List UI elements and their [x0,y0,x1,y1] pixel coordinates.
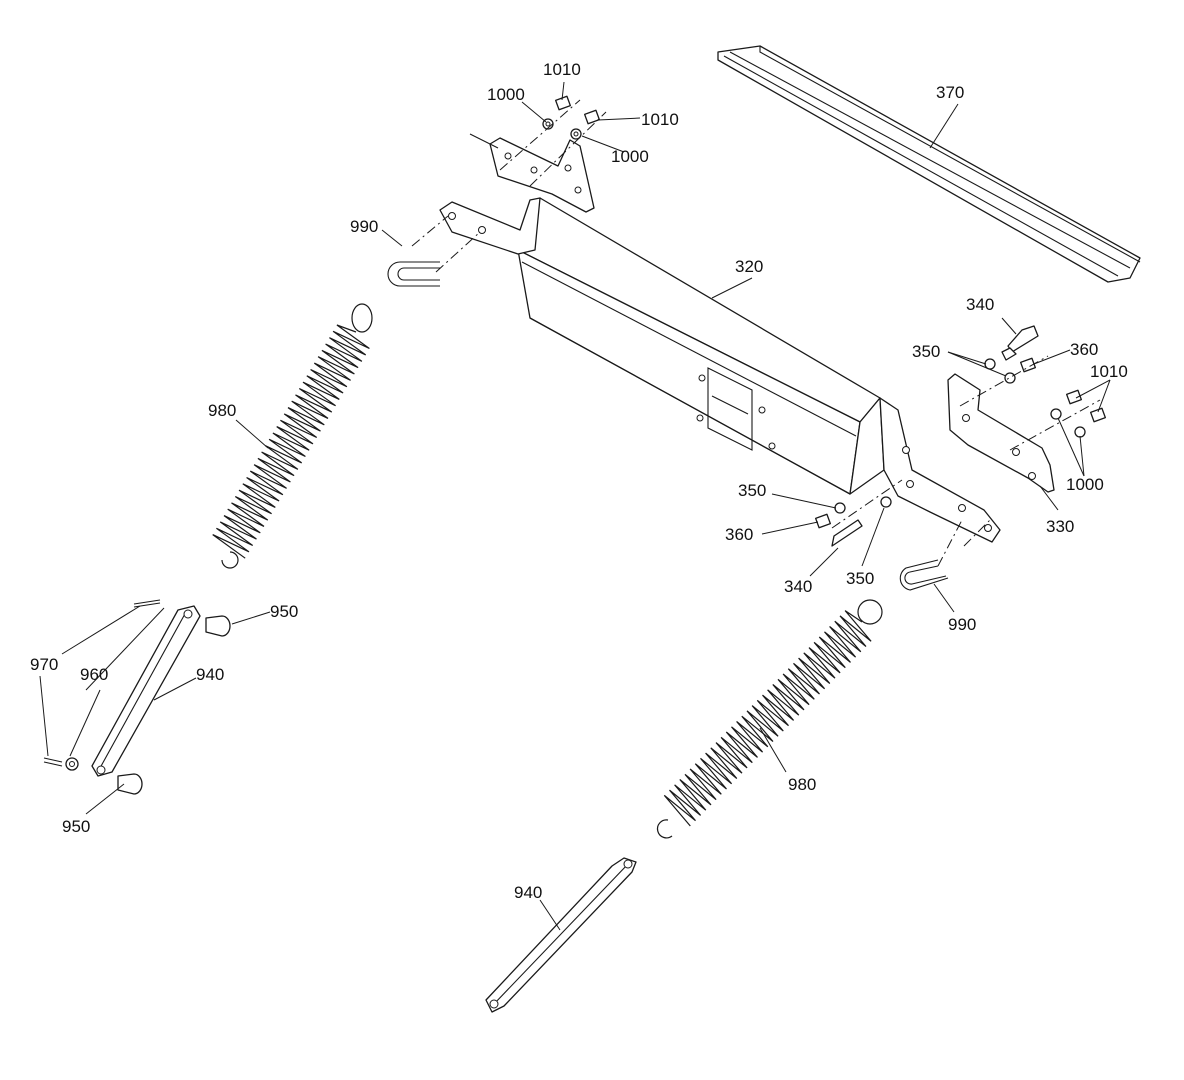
label-1000-top-right: 1000 [611,147,649,166]
label-980-upper: 980 [208,401,236,420]
label-340-upper: 340 [966,295,994,314]
label-950-upper: 950 [270,602,298,621]
label-1010-right: 1010 [1090,362,1128,381]
rail-strip-370 [717,45,1141,283]
label-1010-top: 1010 [543,60,581,79]
label-350-upper: 350 [912,342,940,361]
label-940-upper: 940 [196,665,224,684]
part-labels: 370 1010 1000 1010 1000 990 320 340 350 … [30,60,1128,902]
label-960: 960 [80,665,108,684]
label-360-lower: 360 [725,525,753,544]
spring-980-lower [656,599,883,839]
label-940-lower: 940 [514,883,542,902]
label-990-right: 990 [948,615,976,634]
label-1000-top-left: 1000 [487,85,525,104]
label-1010-top-right: 1010 [641,110,679,129]
main-beam-320 [517,197,885,495]
u-bolt-990-right [899,519,991,591]
top-hardware [469,95,607,187]
label-330: 330 [1046,517,1074,536]
label-970: 970 [30,655,58,674]
right-hardware-upper [959,325,1106,451]
label-360-upper: 360 [1070,340,1098,359]
label-950-lower: 950 [62,817,90,836]
beam-bracket-left [439,197,541,255]
label-980-lower: 980 [788,775,816,794]
label-340-lower: 340 [784,577,812,596]
beam-bracket-right [879,397,1001,543]
u-bolt-990-left [387,215,481,287]
label-1000-right: 1000 [1066,475,1104,494]
leader-lines [39,81,1111,931]
link-rod-940-lower [485,857,637,1013]
label-350-lower: 350 [846,569,874,588]
link-rod-940-upper [43,599,231,795]
label-990-left: 990 [350,217,378,236]
label-320: 320 [735,257,763,276]
right-hardware-lower [815,479,903,547]
side-plate-330 [947,373,1055,493]
label-370: 370 [936,83,964,102]
spring-980-upper [212,303,373,569]
label-350-mid: 350 [738,481,766,500]
